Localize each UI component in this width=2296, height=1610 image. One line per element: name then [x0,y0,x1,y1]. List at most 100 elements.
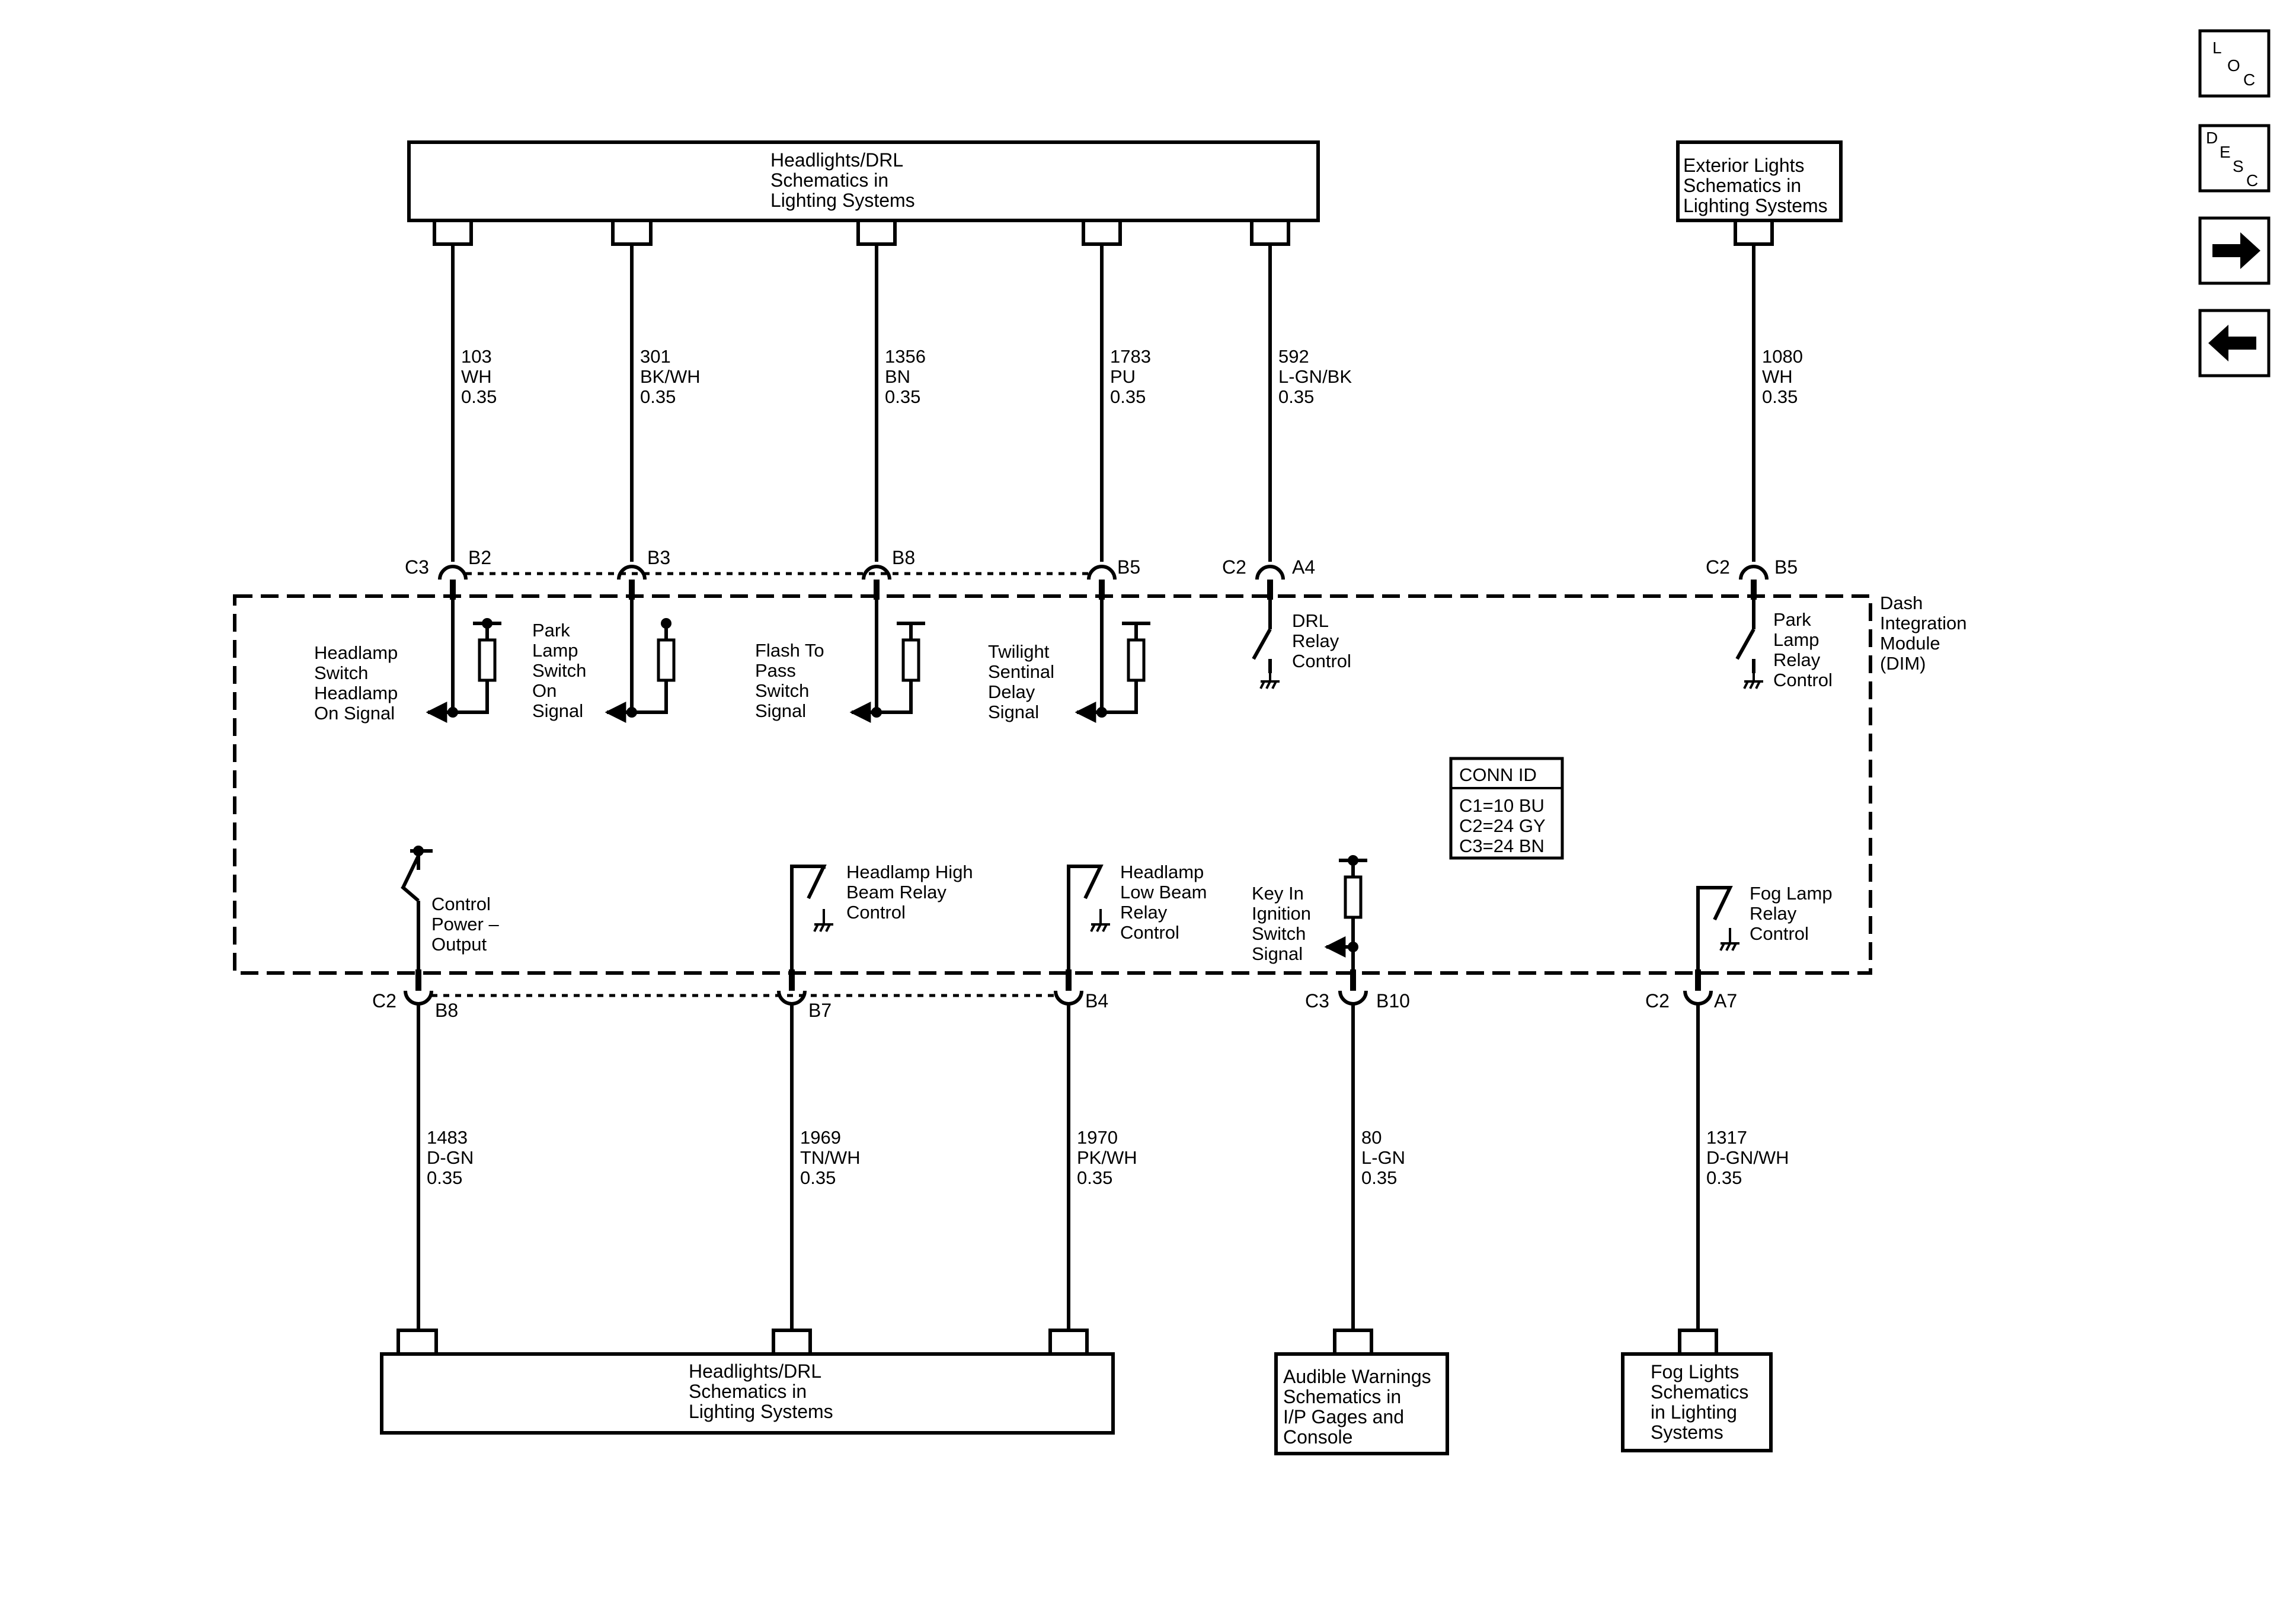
wire-1483-color: D-GN [427,1147,474,1168]
wire-1356-gauge: 0.35 [885,386,920,407]
conn-id-c2: C2=24 GY [1459,815,1546,836]
conn-id-c3: C3=24 BN [1459,836,1544,856]
low-beam-l2: Low Beam [1120,882,1207,902]
high-beam-l2: Beam Relay [846,882,946,902]
wire-1317-gauge: 0.35 [1706,1167,1742,1188]
wire-1970-circuit: 1970 [1077,1127,1118,1148]
top-pin-b8: B8 [892,547,915,568]
fog-box-line-1: Fog Lights [1651,1361,1739,1382]
exterior-box-line-3: Lighting Systems [1683,195,1828,216]
wire-592-color: L-GN/BK [1278,366,1352,387]
audible-box-line-4: Console [1283,1426,1352,1448]
bottom-headlights-box[interactable] [380,1352,1115,1435]
bottom-pin-a7: A7 [1714,990,1737,1012]
wire-80-gauge: 0.35 [1361,1167,1397,1188]
fog-box-line-4: Systems [1651,1422,1723,1443]
wire-301-circuit: 301 [640,346,671,367]
dim-line-3: Module [1880,633,1940,654]
dim-line-2: Integration [1880,613,1967,633]
loc-letter-c: C [2243,71,2255,89]
low-beam-l1: Headlamp [1120,862,1204,882]
audible-box-line-3: I/P Gages and [1283,1406,1404,1427]
wire-1783-color: PU [1110,366,1136,387]
wire-1969-circuit: 1969 [800,1127,841,1148]
audible-box-line-1: Audible Warnings [1283,1366,1431,1387]
forward-arrow-button[interactable] [2198,216,2271,285]
dim-line-1: Dash [1880,593,1923,613]
wire-1080-gauge: 0.35 [1762,386,1798,407]
conn-id-text: CONN ID C1=10 BU C2=24 GY C3=24 BN [1459,764,1546,856]
flash-pass-l3: Switch [755,680,809,701]
low-beam-l3: Relay [1120,902,1168,923]
wire-1483-circuit: 1483 [427,1127,468,1148]
top-pin-b3: B3 [647,547,670,568]
conn-id-c1: C1=10 BU [1459,795,1544,816]
top-exterior-box[interactable] [1676,140,1843,222]
desc-letter-e: E [2220,143,2231,161]
top-headlights-box[interactable] [407,140,1320,222]
loc-button[interactable]: L O C [2198,29,2271,98]
bottom-conn-c3: C3 [1305,990,1329,1012]
park-relay-l3: Relay [1773,649,1821,670]
top-pin-labels: C3 B2 B3 B8 B5 C2 A4 C2 B5 [405,547,1798,578]
park-relay-l2: Lamp [1773,629,1819,650]
bottom-pin-b8: B8 [435,1000,458,1021]
twilight-l1: Twilight [988,641,1050,662]
flash-pass-l4: Signal [755,700,806,721]
exterior-box-line-1: Exterior Lights [1683,155,1805,176]
wire-80-circuit: 80 [1361,1127,1382,1148]
exterior-box-line-2: Schematics in [1683,175,1801,196]
wire-1783-gauge: 0.35 [1110,386,1146,407]
top-box-line-3: Lighting Systems [770,190,915,211]
wire-103-color: WH [461,366,492,387]
wire-1080-circuit: 1080 [1762,346,1803,367]
wire-1970-gauge: 0.35 [1077,1167,1112,1188]
wire-103-circuit: 103 [461,346,492,367]
headlamp-on-l4: On Signal [314,703,395,724]
park-on-l5: Signal [532,700,583,721]
wire-1969-color: TN/WH [800,1147,861,1168]
wire-103-gauge: 0.35 [461,386,497,407]
bottom-conn-c2-a: C2 [372,990,396,1012]
bottom-pin-b4: B4 [1085,990,1108,1012]
internal-labels-top: Headlamp Switch Headlamp On Signal Park … [314,609,1833,724]
back-arrow-button[interactable] [2198,309,2271,377]
top-box-line-2: Schematics in [770,169,888,191]
control-power-l3: Output [431,934,487,955]
wire-1356-color: BN [885,366,910,387]
twilight-l4: Signal [988,702,1039,722]
internal-labels-bottom: Control Power – Output Headlamp High Bea… [431,862,1833,964]
desc-letter-d: D [2206,129,2218,147]
headlamp-on-l1: Headlamp [314,642,398,663]
wire-1783-circuit: 1783 [1110,346,1151,367]
flash-pass-l2: Pass [755,660,796,681]
twilight-l2: Sentinal [988,661,1054,682]
wire-1970-color: PK/WH [1077,1147,1137,1168]
park-on-l2: Lamp [532,640,578,661]
bottom-pin-b10: B10 [1376,990,1410,1012]
wire-80-color: L-GN [1361,1147,1405,1168]
key-in-l3: Switch [1252,923,1306,944]
park-on-l3: Switch [532,660,586,681]
low-beam-l4: Control [1120,922,1179,943]
desc-button[interactable]: D E S C [2198,124,2271,193]
bottom-conn-c2-b: C2 [1645,990,1670,1012]
control-power-l1: Control [431,894,491,914]
headlamp-on-l3: Headlamp [314,683,398,703]
desc-letter-s: S [2233,157,2244,175]
top-conn-c2-a: C2 [1222,556,1246,578]
key-in-l2: Ignition [1252,903,1311,924]
wire-301-color: BK/WH [640,366,701,387]
wire-1080-color: WH [1762,366,1793,387]
fog-lights-box[interactable] [1621,1352,1773,1452]
control-power-l2: Power – [431,914,499,934]
top-pin-b2: B2 [468,547,491,568]
top-box-line-1: Headlights/DRL [770,149,903,171]
conn-id-title: CONN ID [1459,764,1537,785]
park-relay-l1: Park [1773,609,1811,630]
audible-box-line-2: Schematics in [1283,1386,1401,1407]
wire-1317-color: D-GN/WH [1706,1147,1789,1168]
audible-warnings-box[interactable] [1274,1352,1449,1455]
fog-box-line-2: Schematics [1651,1381,1748,1403]
loc-letter-o: O [2227,56,2240,75]
